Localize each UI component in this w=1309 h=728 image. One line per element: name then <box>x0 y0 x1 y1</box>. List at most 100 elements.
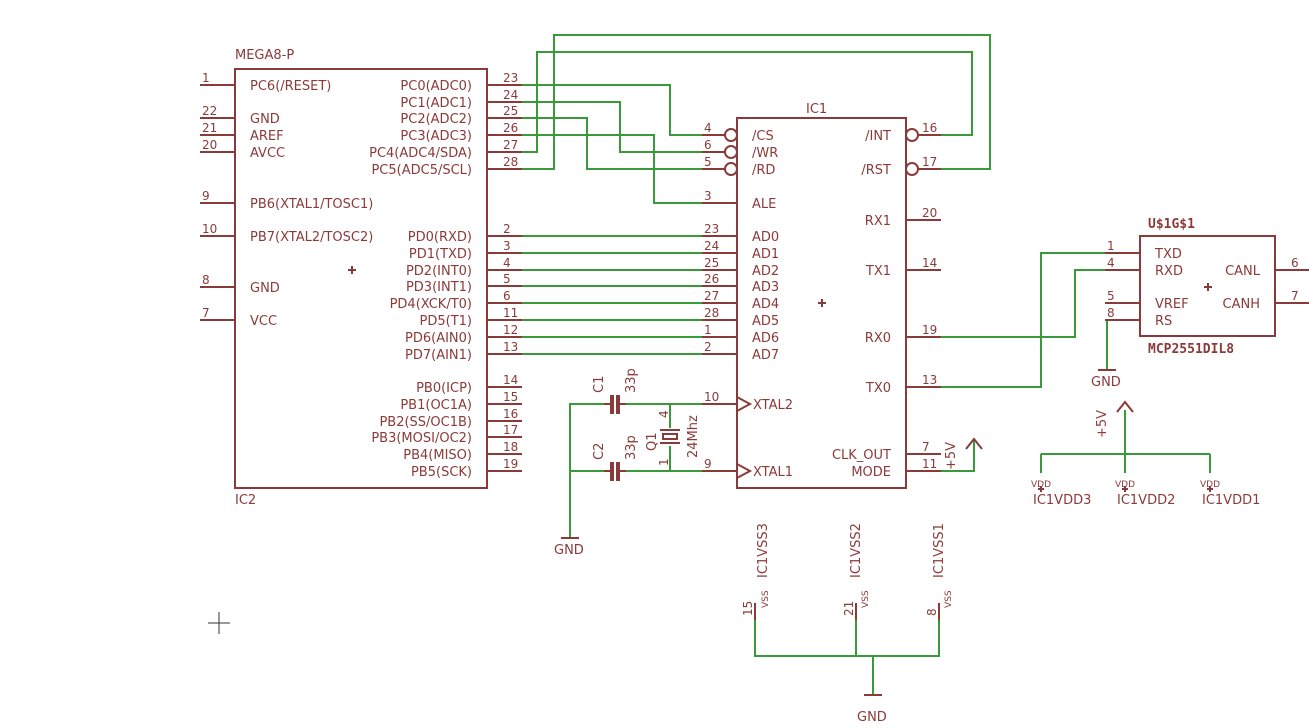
gnd-symbol-vss: GND <box>857 694 887 725</box>
c1-plate-right <box>616 395 620 414</box>
plus5v-symbol-mode: +5V <box>944 437 983 470</box>
ic1-pin-name: AD0 <box>752 230 779 245</box>
ic2-pin-name: PD1(TXD) <box>409 247 472 262</box>
wires <box>503 34 1211 695</box>
ic1-pin-int: 16/INT <box>865 121 941 144</box>
ic2-pin-number: 8 <box>202 273 210 287</box>
ic2-pin-number: 28 <box>503 155 518 169</box>
ic1-pin-name: RX1 <box>865 214 891 229</box>
ic2-pin-name: PB4(MISO) <box>403 448 472 463</box>
can-pin-number: 1 <box>1107 239 1115 253</box>
vss1-tag: VSS <box>944 590 954 608</box>
wire-tx0-rxd <box>928 252 1122 388</box>
ic2-pin-name: PB6(XTAL1/TOSC1) <box>250 197 373 212</box>
ic1-clock-marker <box>736 463 753 479</box>
ic2-mega8[interactable]: MEGA8-P IC2 1PC6(/RESET)22GND21AREF20AVC… <box>200 48 522 508</box>
ic1-invert-bubble <box>724 145 738 159</box>
ic1-pin-number: 2 <box>704 340 712 354</box>
vss3-label: IC1VSS3 <box>756 523 771 578</box>
ic2-right-pins: 23PC0(ADC0)24PC1(ADC1)25PC2(ADC2)26PC3(A… <box>369 71 522 480</box>
ic1-pin-name: /RST <box>861 163 891 178</box>
ic1-pin-name: AD7 <box>752 348 779 363</box>
v5-mode-label: +5V <box>944 442 959 470</box>
ic2-left-pins: 1PC6(/RESET)22GND21AREF20AVCC9PB6(XTAL1/… <box>200 71 373 329</box>
wire-rs-gnd <box>1106 319 1122 370</box>
gnd-caps-label: GND <box>554 543 584 558</box>
vss2-tag: VSS <box>861 590 871 608</box>
ic2-pin-name: PC4(ADC4/SDA) <box>369 146 472 161</box>
can-pin-number: 6 <box>1291 256 1299 270</box>
vss1-label: IC1VSS1 <box>932 523 947 578</box>
ic1-pin-number: 24 <box>704 239 719 253</box>
ic2-pin-number: 7 <box>202 306 210 320</box>
vdd-supply-pins: VDD IC1VDD3 VDD IC1VDD2 VDD IC1VDD1 <box>1031 480 1260 508</box>
crosshair-cursor-icon <box>208 612 230 634</box>
wire-pc5-rst <box>503 34 991 170</box>
ic1-pin-number: 11 <box>922 457 937 471</box>
wire-vss-bus <box>754 620 940 657</box>
ic1-pin-wr: 6/WR <box>702 138 778 161</box>
ic2-pin-name: PB1(OC1A) <box>400 398 472 413</box>
ic1-pin-name: AD5 <box>752 314 779 329</box>
wire-pc3-ale <box>503 134 720 204</box>
crystal-q1[interactable]: 4 1 Q1 24Mhz <box>645 410 701 466</box>
ic2-pin-name: PB2(SS/OC1B) <box>379 415 472 430</box>
can-pin-number: 4 <box>1107 256 1115 270</box>
capacitor-c2[interactable]: C2 33p <box>592 435 639 481</box>
ic2-pin-number: 25 <box>503 104 518 118</box>
ic1-pin-name: AD3 <box>752 280 779 295</box>
plus5v-symbol-vdd: +5V <box>1095 400 1134 438</box>
ic2-pin-name: PC5(ADC5/SCL) <box>371 163 472 178</box>
ic1-pin-name: /WR <box>752 146 778 161</box>
ic1-pin-number: 25 <box>704 256 719 270</box>
v5-vdd-label: +5V <box>1095 410 1110 438</box>
ic1-pin-name: AD4 <box>752 297 779 312</box>
ic2-pin-name: PC6(/RESET) <box>250 79 331 94</box>
ic2-pin-name: PC3(ADC3) <box>400 129 472 144</box>
can-pin-name: RS <box>1155 314 1172 329</box>
q1-body <box>662 433 678 440</box>
vss-supply-pins: IC1VSS3 VSS 15 IC1VSS2 VSS 21 IC1VSS1 VS… <box>741 523 954 620</box>
wire-pc4-int <box>503 51 973 153</box>
ic1-pin-number: 3 <box>704 189 712 203</box>
vss1-pin: 8 <box>925 608 939 616</box>
can-pin-name: VREF <box>1155 297 1189 312</box>
wire-pc0-cs <box>503 84 720 136</box>
ic2-pin-number: 10 <box>202 222 217 236</box>
vdd-pin-3: VDD IC1VDD3 <box>1031 480 1091 508</box>
wire-pc1-wr <box>503 101 720 153</box>
ic2-pin-name: PC2(ADC2) <box>400 112 472 127</box>
ic1-controller[interactable]: IC1 4/CS6/WR5/RD3ALE23AD024AD125AD226AD3… <box>702 102 941 489</box>
ic1-pin-name: AD1 <box>752 247 779 262</box>
can-body <box>1139 235 1276 337</box>
capacitor-c1[interactable]: C1 33p <box>592 368 639 414</box>
q1-name: Q1 <box>645 432 660 451</box>
can-pin-number: 5 <box>1107 289 1115 303</box>
